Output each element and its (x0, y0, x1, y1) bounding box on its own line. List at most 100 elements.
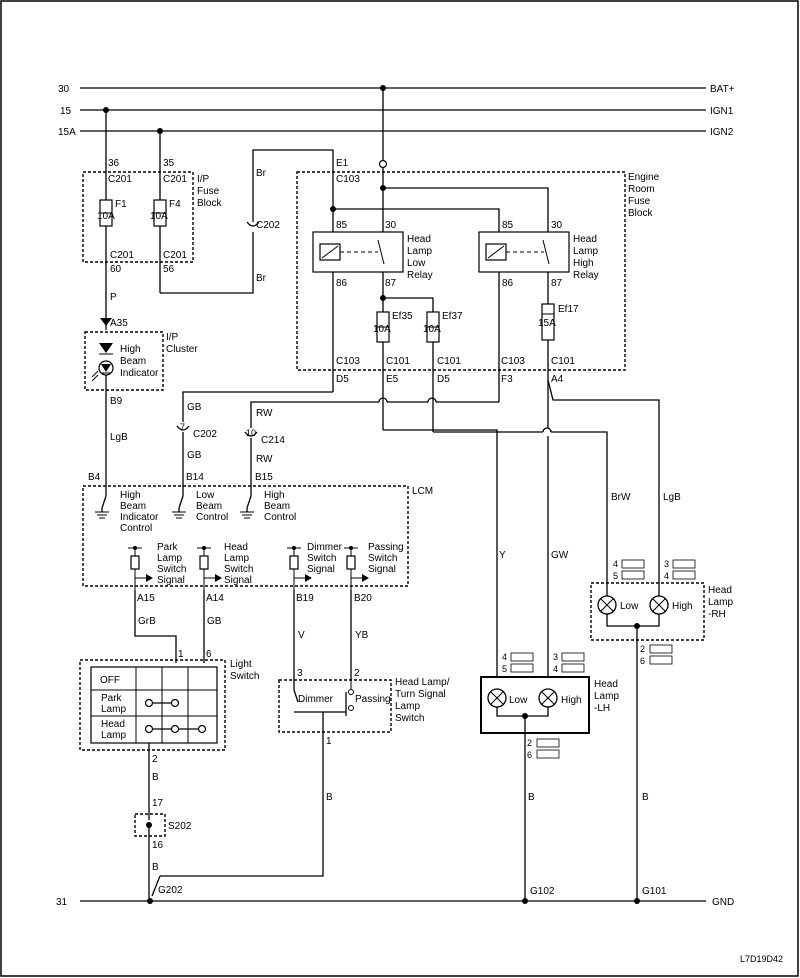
svg-text:E5: E5 (386, 374, 399, 385)
svg-text:High: High (120, 490, 141, 501)
svg-text:2: 2 (640, 644, 645, 654)
svg-text:B20: B20 (354, 593, 372, 604)
svg-text:Low: Low (196, 490, 215, 501)
svg-text:F4: F4 (169, 199, 181, 210)
svg-text:GrB: GrB (138, 616, 156, 627)
svg-text:A4: A4 (551, 374, 564, 385)
svg-text:Switch: Switch (230, 671, 259, 682)
svg-text:G102: G102 (530, 886, 555, 897)
svg-text:Switch: Switch (368, 553, 397, 564)
svg-text:C201: C201 (163, 174, 187, 185)
svg-text:Head: Head (224, 542, 248, 553)
svg-text:5: 5 (613, 571, 618, 581)
rail-ign1-label: IGN1 (710, 106, 734, 117)
rail-30: 30 BAT+ (58, 84, 735, 95)
svg-text:Switch: Switch (157, 564, 186, 575)
svg-text:C201: C201 (163, 250, 187, 261)
svg-text:A35: A35 (110, 318, 128, 329)
svg-text:Head: Head (594, 679, 618, 690)
rail-15: 15 IGN1 (60, 106, 734, 117)
ip-fuse-block: I/P Fuse Block 36 C201 F1 10A C201 60 35… (82, 110, 222, 330)
svg-text:LgB: LgB (663, 492, 681, 503)
svg-text:-LH: -LH (594, 703, 610, 714)
svg-text:1: 1 (178, 649, 184, 660)
svg-text:Room: Room (628, 184, 655, 195)
engine-fuse-block: Engine Room Fuse Block E1 C103 85 30 86 … (296, 88, 660, 385)
svg-text:E1: E1 (336, 158, 349, 169)
svg-text:Br: Br (256, 273, 267, 284)
svg-text:YB: YB (355, 630, 369, 641)
svg-text:Fuse: Fuse (628, 196, 651, 207)
svg-text:2: 2 (152, 754, 158, 765)
svg-text:Engine: Engine (628, 172, 660, 183)
svg-text:Lamp: Lamp (708, 597, 733, 608)
rail-15-label: 15 (60, 106, 72, 117)
svg-text:Switch: Switch (224, 564, 253, 575)
head-lamp-turn-switch: 3 2 Head Lamp/ Turn Signal Lamp Switch D… (160, 668, 450, 877)
ip-cluster: P A35 I/P Cluster High Beam Indicator B9… (84, 292, 198, 488)
rail-31: 31 GND (56, 897, 734, 908)
svg-text:17: 17 (152, 798, 164, 809)
ip-fuse-title-3: Block (197, 198, 222, 209)
svg-text:Lamp: Lamp (594, 691, 619, 702)
head-lamp-lh: Head Lamp -LH 4 5 3 4 Low High 2 6 B G10… (480, 652, 619, 901)
svg-text:High: High (120, 344, 141, 355)
svg-text:C101: C101 (551, 356, 575, 367)
svg-text:GB: GB (207, 616, 222, 627)
svg-text:Park: Park (157, 542, 179, 553)
head-lamp-rh: Head Lamp -RH 4 5 3 4 Low High 2 6 B G10… (590, 559, 733, 901)
svg-text:B: B (528, 792, 535, 803)
br-wire: C202 Br Br (160, 149, 334, 294)
svg-text:Signal: Signal (307, 564, 335, 575)
svg-text:S202: S202 (168, 821, 192, 832)
svg-text:Relay: Relay (407, 270, 433, 281)
svg-text:6: 6 (640, 656, 645, 666)
svg-text:Head: Head (573, 234, 597, 245)
svg-text:B: B (642, 792, 649, 803)
svg-text:2: 2 (527, 738, 532, 748)
svg-text:B: B (152, 862, 159, 873)
lcm-switch-wires: GrB GB V YB (134, 590, 369, 680)
svg-text:Indicator: Indicator (120, 512, 159, 523)
svg-text:C101: C101 (437, 356, 461, 367)
svg-text:30: 30 (551, 220, 563, 231)
svg-text:10A: 10A (150, 211, 168, 222)
svg-text:Head: Head (708, 585, 732, 596)
svg-text:4: 4 (502, 652, 507, 662)
splice-s202: 17 S202 16 B G202 (134, 798, 192, 901)
svg-text:Head: Head (101, 719, 125, 730)
svg-text:Light: Light (230, 659, 252, 670)
svg-text:C214: C214 (261, 435, 285, 446)
svg-text:86: 86 (502, 278, 514, 289)
svg-text:85: 85 (502, 220, 514, 231)
svg-text:Passing: Passing (368, 542, 404, 553)
svg-text:Lamp: Lamp (101, 704, 126, 715)
ip-fuse-title-1: I/P (197, 174, 210, 185)
svg-text:Lamp: Lamp (101, 730, 126, 741)
svg-text:10: 10 (246, 428, 256, 438)
svg-text:B9: B9 (110, 396, 123, 407)
svg-text:C103: C103 (501, 356, 525, 367)
svg-text:Lamp: Lamp (395, 701, 420, 712)
rail-15a-label: 15A (58, 127, 76, 138)
svg-text:Beam: Beam (120, 356, 146, 367)
svg-text:BrW: BrW (611, 492, 631, 503)
svg-text:D5: D5 (336, 374, 349, 385)
svg-text:Park: Park (101, 693, 123, 704)
svg-text:4: 4 (613, 559, 618, 569)
svg-text:Low: Low (509, 695, 528, 706)
svg-text:Block: Block (628, 208, 653, 219)
svg-text:C201: C201 (110, 250, 134, 261)
svg-text:Beam: Beam (196, 501, 222, 512)
svg-text:35: 35 (163, 158, 175, 169)
svg-text:GB: GB (187, 450, 202, 461)
svg-text:LCM: LCM (412, 486, 433, 497)
svg-text:Br: Br (256, 168, 267, 179)
svg-text:Control: Control (196, 512, 228, 523)
svg-text:56: 56 (163, 264, 175, 275)
svg-text:Cluster: Cluster (166, 344, 198, 355)
svg-text:10A: 10A (373, 324, 391, 335)
svg-text:Control: Control (120, 523, 152, 534)
